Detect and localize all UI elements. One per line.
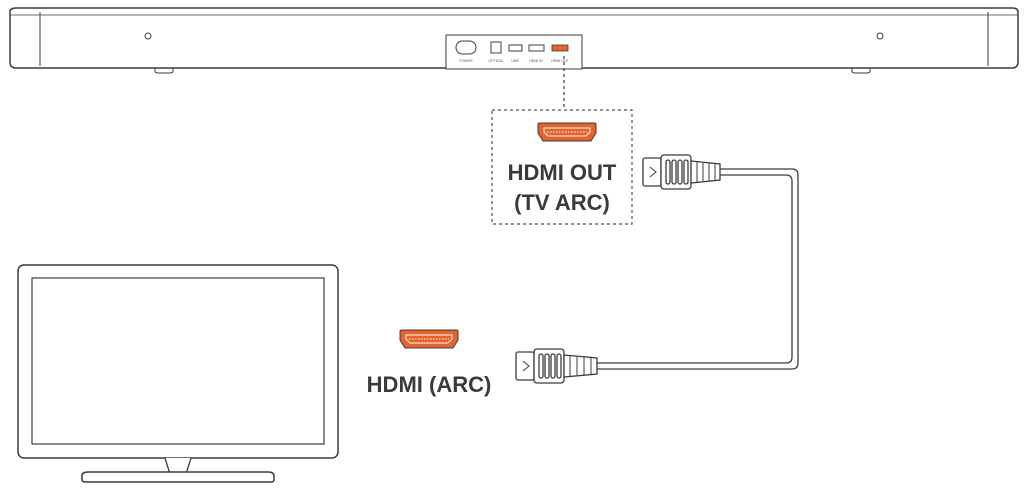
hdmi-cable xyxy=(597,168,799,370)
hdmi-out-label-line2: (TV ARC) xyxy=(514,190,610,215)
port-label-hdmi-in: HDMI IN xyxy=(529,59,543,63)
hdmi-plug-icon xyxy=(515,348,598,384)
hdmi-port-icon xyxy=(537,122,597,142)
hdmi-in-port xyxy=(528,44,545,52)
soundbar-screw-right xyxy=(876,32,884,40)
hdmi-out-label-line1: HDMI OUT xyxy=(508,160,617,185)
tv-icon xyxy=(17,264,339,483)
port-label-usb: USB xyxy=(511,59,519,63)
optical-port xyxy=(490,41,502,54)
hdmi-plug-icon xyxy=(642,154,721,190)
port-label-optical: OPTICAL xyxy=(489,59,504,63)
port-label-hdmi-out: HDMI OUT xyxy=(551,59,569,63)
hdmi-out-callout: HDMI OUT (TV ARC) xyxy=(491,109,633,225)
tv-hdmi-arc-label: HDMI (ARC) xyxy=(367,372,492,397)
hdmi-out-port xyxy=(551,44,569,52)
usb-port xyxy=(508,44,523,52)
hdmi-port-icon xyxy=(399,329,459,349)
tv-hdmi-port: HDMI (ARC) xyxy=(367,329,492,397)
port-label-power: POWER xyxy=(459,59,473,63)
soundbar-port-panel: POWER OPTICAL USB HDMI IN HDMI OUT xyxy=(445,34,583,70)
power-port xyxy=(455,40,477,55)
soundbar-screw-left xyxy=(144,32,152,40)
